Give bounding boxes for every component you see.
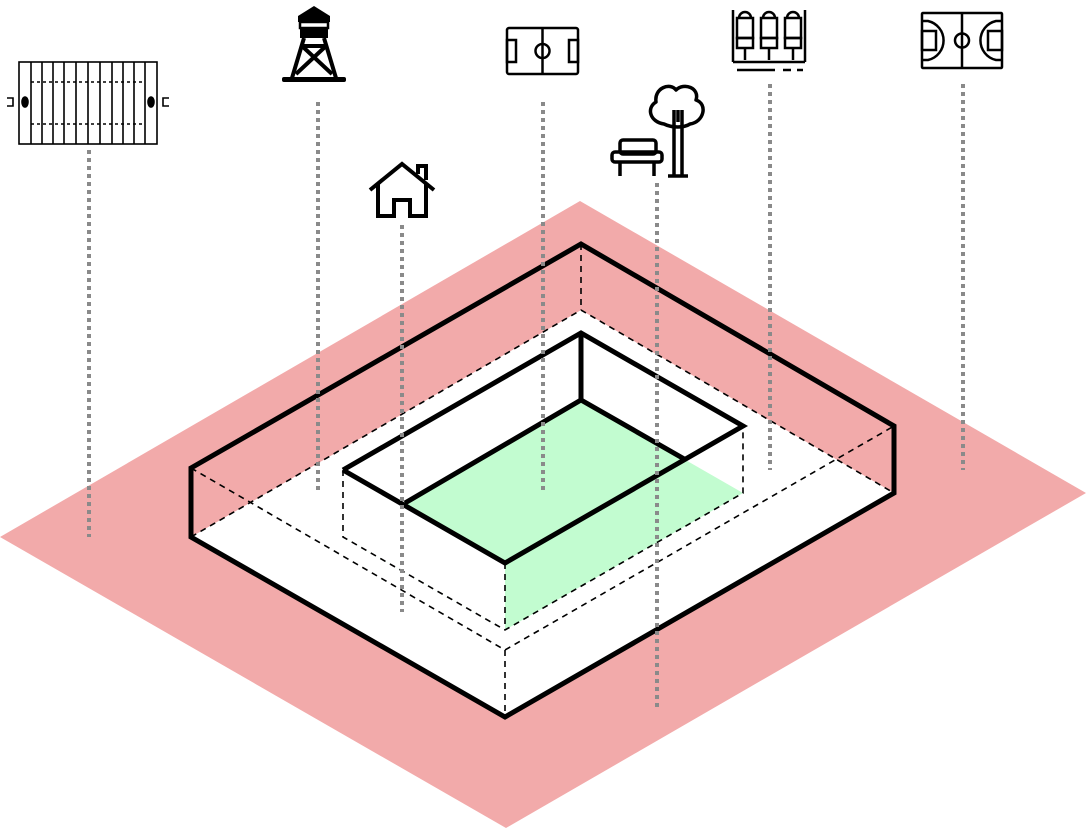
house-icon — [368, 161, 436, 218]
hidden-edges — [190, 244, 895, 717]
stadium-seats-icon — [731, 10, 807, 72]
outer-block-top-outline — [188, 241, 897, 720]
inner-block-wall-front-left — [343, 470, 505, 630]
inner-block-top-outline — [341, 330, 749, 566]
watchtower-icon — [282, 6, 346, 82]
outer-block-wall-right — [581, 244, 894, 493]
soccer-field-icon — [505, 26, 580, 76]
basketball-court-icon — [920, 11, 1004, 70]
solid-edges — [188, 241, 897, 720]
park-bench-tree-icon — [610, 84, 705, 178]
outer-block-wall-left — [191, 244, 581, 537]
american-football-field-icon — [7, 61, 169, 145]
leader-lines — [87, 84, 965, 708]
